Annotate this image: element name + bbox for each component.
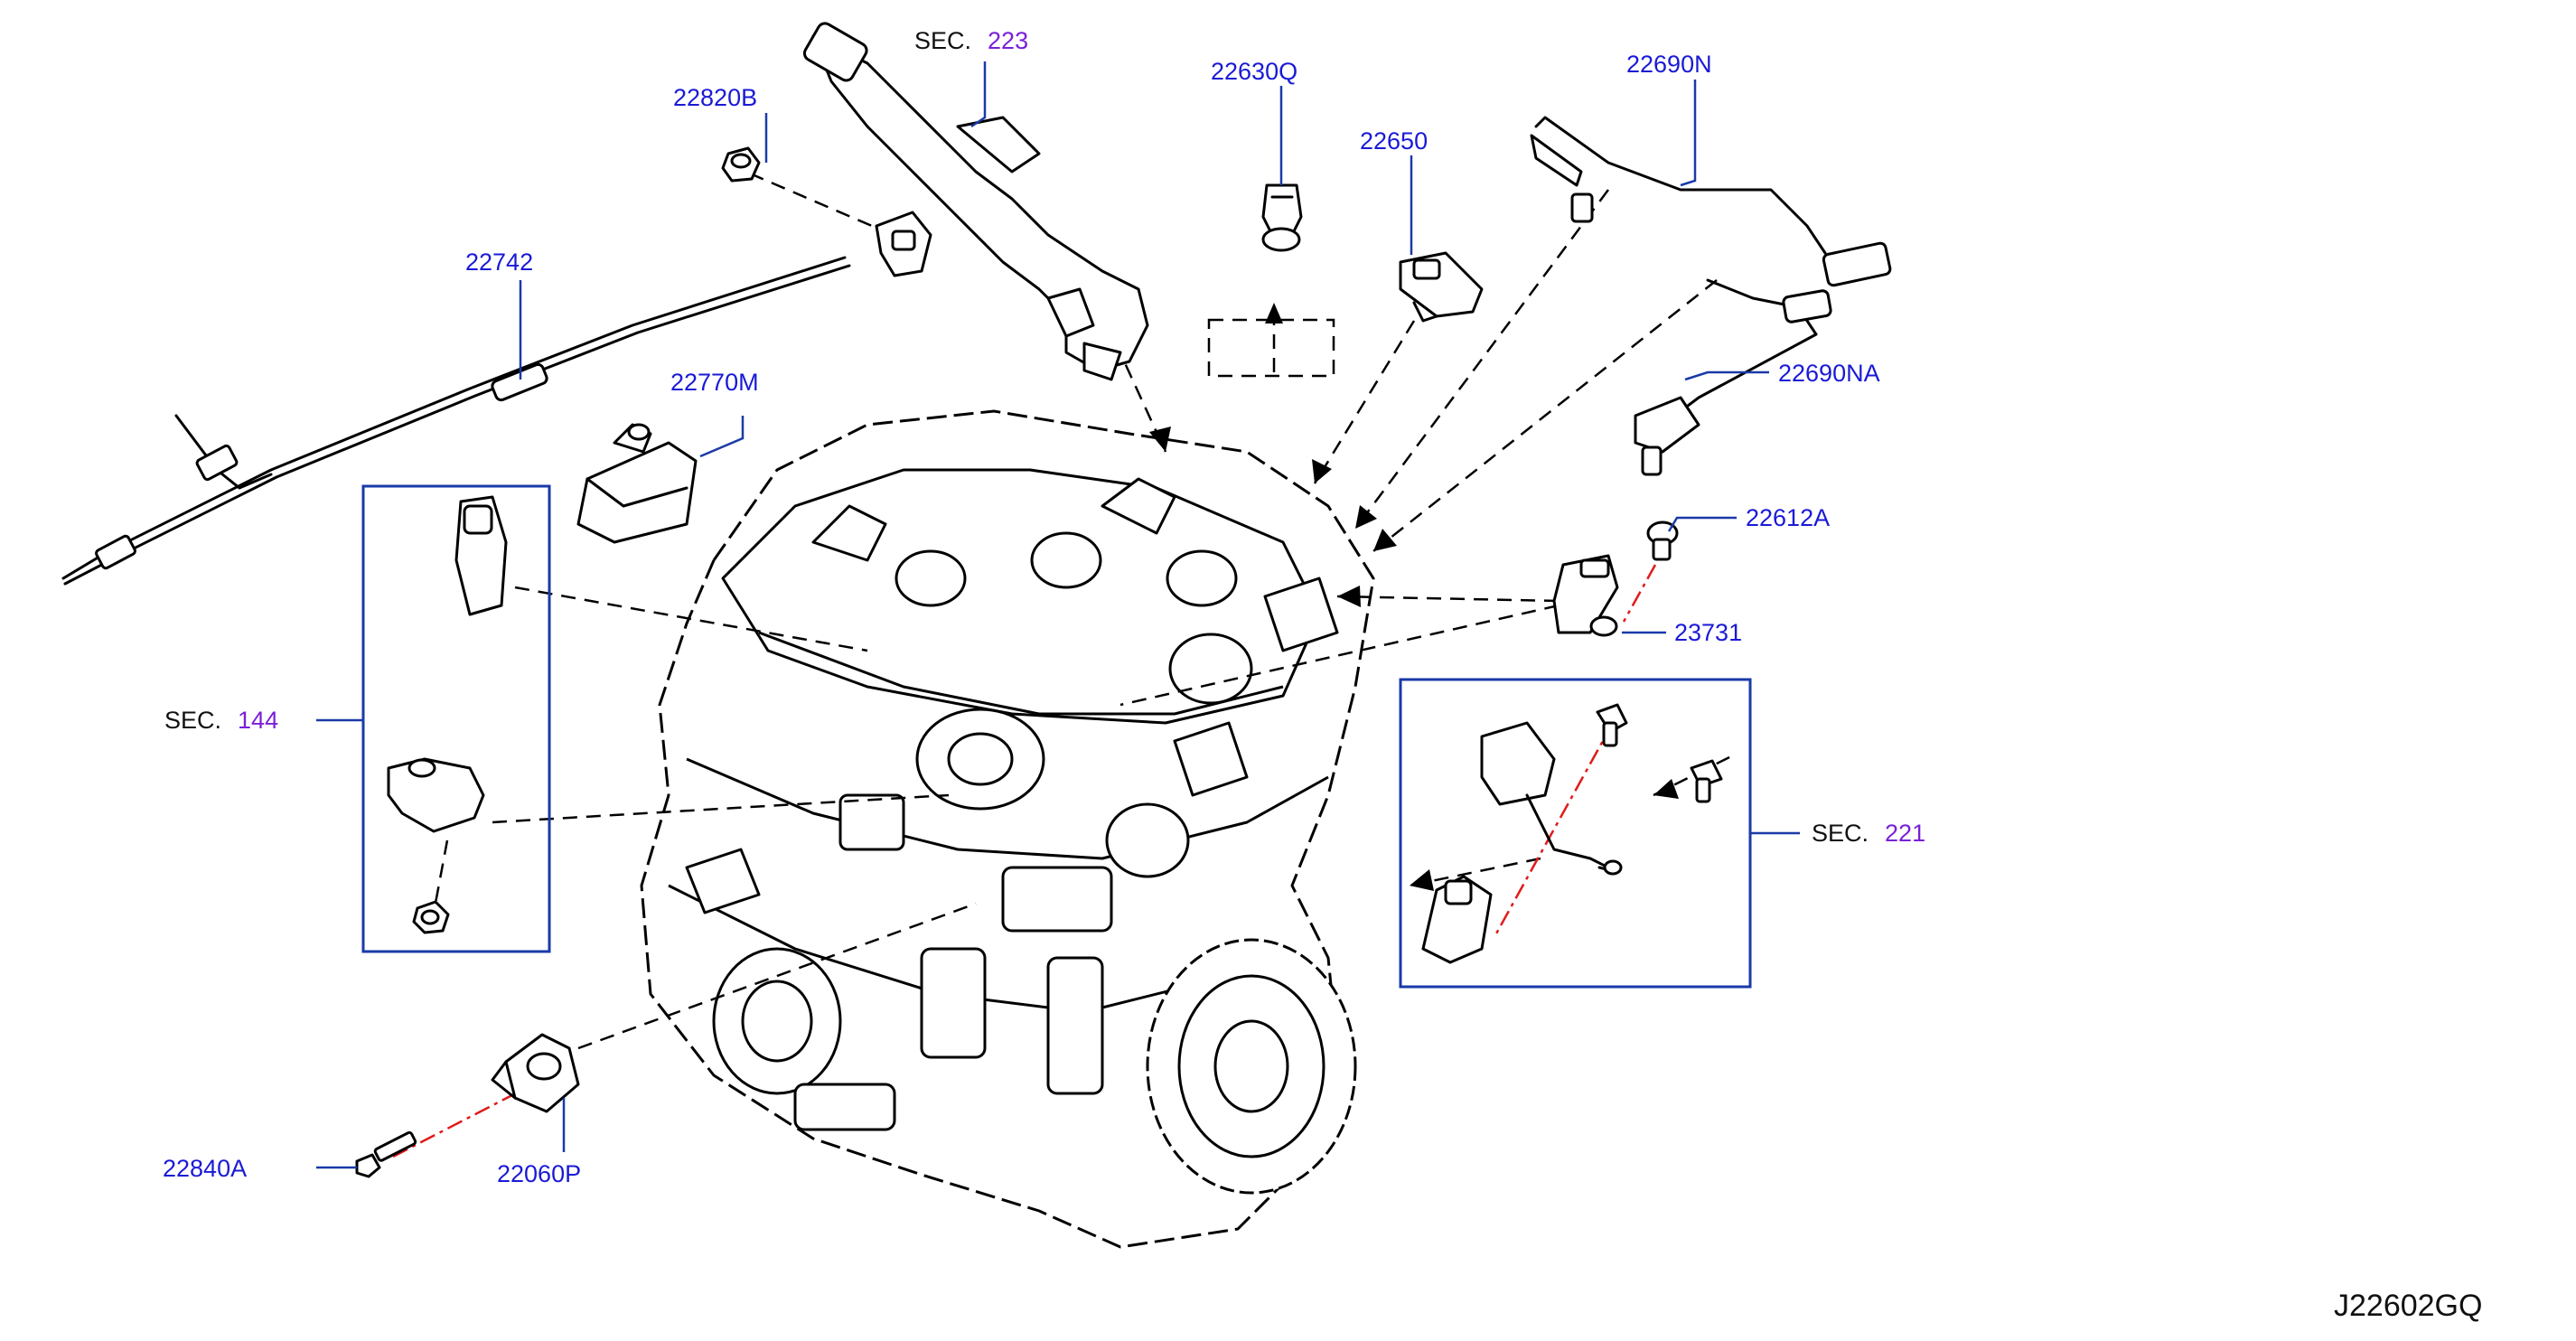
section-prefix: SEC. — [164, 707, 222, 734]
part-label-22690N[interactable]: 22690N — [1626, 51, 1712, 78]
section-prefix: SEC. — [914, 27, 972, 54]
sensor-23731 — [1552, 554, 1619, 637]
o2-sensor-22690N — [1530, 116, 1892, 287]
section-number: 144 — [238, 707, 279, 734]
part-label-22060P[interactable]: 22060P — [497, 1160, 582, 1187]
part-label-22770M[interactable]: 22770M — [670, 369, 759, 396]
arrow-heads — [1149, 303, 1679, 891]
bolt-22612A — [1646, 520, 1679, 561]
leader-lines — [316, 61, 1800, 1169]
bolt-axes — [392, 564, 1657, 1158]
part-label-22650[interactable]: 22650 — [1360, 127, 1429, 155]
knock-sensor-22060P — [491, 1033, 580, 1113]
o2-sensor-22690NA — [1634, 278, 1832, 476]
part-label-22742[interactable]: 22742 — [465, 249, 534, 276]
part-label-22690NA[interactable]: 22690NA — [1778, 360, 1880, 387]
part-label-23731[interactable]: 23731 — [1674, 619, 1743, 646]
map-sensor-22770M — [576, 423, 698, 544]
part-label-22630Q[interactable]: 22630Q — [1211, 58, 1298, 85]
section-ref-221[interactable]: SEC. 221 — [1812, 821, 1925, 846]
placeholder-box — [1207, 318, 1335, 378]
part-label-22820B[interactable]: 22820B — [673, 84, 758, 111]
harness-sec-223 — [802, 22, 1149, 381]
nut-22820B — [721, 146, 761, 183]
section-number: 221 — [1885, 820, 1926, 847]
exhaust-temp-sensor-22742 — [61, 211, 932, 586]
temp-sensor-22630Q — [1261, 183, 1303, 252]
sec-144-box — [361, 484, 551, 953]
part-drawings — [61, 22, 1892, 1178]
sec-221-parts — [1421, 703, 1723, 964]
sec-144-parts — [387, 495, 508, 934]
section-ref-223[interactable]: SEC. 223 — [914, 29, 1028, 53]
section-ref-144[interactable]: SEC. 144 — [164, 708, 278, 733]
diagram-code: J22602GQ — [2334, 1289, 2483, 1323]
sensor-22650 — [1399, 251, 1484, 323]
part-label-22612A[interactable]: 22612A — [1746, 504, 1831, 531]
section-number: 223 — [988, 27, 1029, 54]
part-label-22840A[interactable]: 22840A — [163, 1155, 248, 1182]
engine-assembly — [640, 409, 1375, 1249]
bolt-22840A — [355, 1130, 417, 1178]
section-prefix: SEC. — [1812, 820, 1869, 847]
